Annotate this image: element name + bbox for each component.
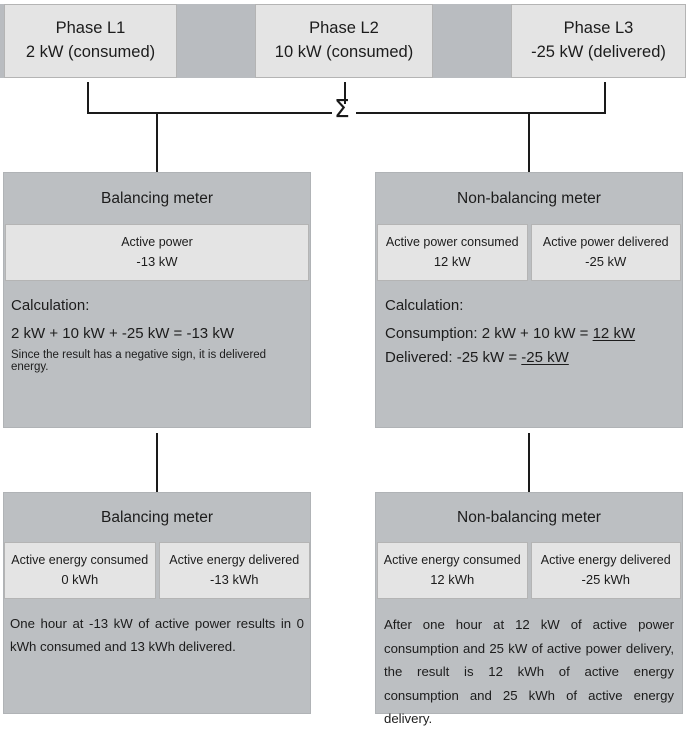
balancing-energy-meter: Balancing meter Active energy consumed 0… xyxy=(3,492,311,714)
nonbalancing-energy-description-area: After one hour at 12 kW of active power … xyxy=(376,599,682,731)
cell-label: Active energy consumed xyxy=(383,552,521,567)
nonbalancing-energy-description: After one hour at 12 kW of active power … xyxy=(384,617,674,726)
phase-box-l3: Phase L3 -25 kW (delivered) xyxy=(511,4,686,78)
nonbalancing-energy-cells: Active energy consumed 12 kWh Active ene… xyxy=(377,542,681,599)
balancing-power-cells: Active power -13 kW xyxy=(5,224,309,281)
cell-value: -13 kW xyxy=(136,254,178,270)
connector-balancing-power-to-energy xyxy=(156,433,158,492)
balancing-energy-cells: Active energy consumed 0 kWh Active ener… xyxy=(4,542,310,599)
calc-heading: Calculation: xyxy=(385,297,464,314)
calc-delivered-result: -25 kW xyxy=(521,349,569,366)
cell-active-energy-delivered: Active energy delivered -13 kWh xyxy=(158,542,310,599)
nonbalancing-power-meter: Non-balancing meter Active power consume… xyxy=(375,172,683,428)
balancing-energy-description-area: One hour at -13 kW of active power resul… xyxy=(4,599,310,658)
calc-consumption-prefix: Consumption: 2 kW + 10 kW = xyxy=(385,325,593,342)
sum-symbol: Σ xyxy=(334,94,350,123)
cell-active-power-consumed: Active power consumed 12 kW xyxy=(377,224,528,281)
balancing-energy-title: Balancing meter xyxy=(100,509,213,526)
cell-active-energy-consumed: Active energy consumed 0 kWh xyxy=(4,542,156,599)
connector-l3-stub xyxy=(604,82,606,114)
phase-l1-value: 2 kW (consumed) xyxy=(25,43,156,61)
phase-l3-value: -25 kW (delivered) xyxy=(531,43,666,61)
cell-value: 12 kW xyxy=(433,254,471,270)
phase-l2-name: Phase L2 xyxy=(309,19,379,38)
calc-consumption: Consumption: 2 kW + 10 kW = 12 kW xyxy=(385,325,673,342)
balancing-power-meter: Balancing meter Active power -13 kW Calc… xyxy=(3,172,311,428)
cell-active-energy-consumed: Active energy consumed 12 kWh xyxy=(377,542,528,599)
cell-value: 0 kWh xyxy=(61,572,99,588)
cell-value: -25 kW xyxy=(585,254,627,270)
nonbalancing-energy-meter: Non-balancing meter Active energy consum… xyxy=(375,492,683,726)
cell-label: Active power consumed xyxy=(385,234,519,249)
phase-l3-name: Phase L3 xyxy=(563,19,634,38)
cell-label: Active energy delivered xyxy=(169,552,300,567)
calc-equation: 2 kW + 10 kW + -25 kW = -13 kW xyxy=(11,325,234,342)
nonbalancing-power-cells: Active power consumed 12 kW Active power… xyxy=(377,224,681,281)
cell-value: -25 kWh xyxy=(581,572,630,588)
cell-active-energy-delivered: Active energy delivered -25 kWh xyxy=(530,542,681,599)
bus-line-right xyxy=(356,112,606,114)
balancing-power-title: Balancing meter xyxy=(100,190,213,207)
connector-l2-stub xyxy=(344,82,346,104)
calc-consumption-result: 12 kW xyxy=(592,325,636,342)
phase-l1-name: Phase L1 xyxy=(55,19,126,38)
connector-nonbalancing-power-to-energy xyxy=(528,433,530,492)
phase-l2-value: 10 kW (consumed) xyxy=(274,43,414,61)
cell-label: Active energy consumed xyxy=(11,552,149,567)
cell-label: Active energy delivered xyxy=(540,552,671,567)
calc-delivered-prefix: Delivered: -25 kW = xyxy=(385,349,522,366)
calc-note: Since the result has a negative sign, it… xyxy=(11,349,267,373)
connector-bus-to-nonbalancing xyxy=(528,112,530,172)
bus-line-left xyxy=(87,112,332,114)
connector-l1-stub xyxy=(87,82,89,114)
balancing-energy-description: One hour at -13 kW of active power resul… xyxy=(10,616,304,654)
cell-value: 12 kWh xyxy=(430,572,475,588)
nonbalancing-energy-title: Non-balancing meter xyxy=(457,509,601,526)
calc-delivered: Delivered: -25 kW = -25 kW xyxy=(385,349,673,366)
nonbalancing-power-calculation: Calculation: Consumption: 2 kW + 10 kW =… xyxy=(376,281,682,366)
cell-label: Active power xyxy=(121,234,193,249)
connector-bus-to-balancing xyxy=(156,112,158,172)
cell-active-power: Active power -13 kW xyxy=(5,224,309,281)
phase-box-l1: Phase L1 2 kW (consumed) xyxy=(4,4,177,78)
cell-label: Active power delivered xyxy=(542,234,669,249)
cell-active-power-delivered: Active power delivered -25 kW xyxy=(530,224,681,281)
cell-value: -13 kWh xyxy=(210,572,259,588)
balancing-power-calculation: Calculation: 2 kW + 10 kW + -25 kW = -13… xyxy=(4,281,310,373)
nonbalancing-power-title: Non-balancing meter xyxy=(457,190,601,207)
phase-box-l2: Phase L2 10 kW (consumed) xyxy=(255,4,433,78)
calc-heading: Calculation: xyxy=(11,297,90,314)
